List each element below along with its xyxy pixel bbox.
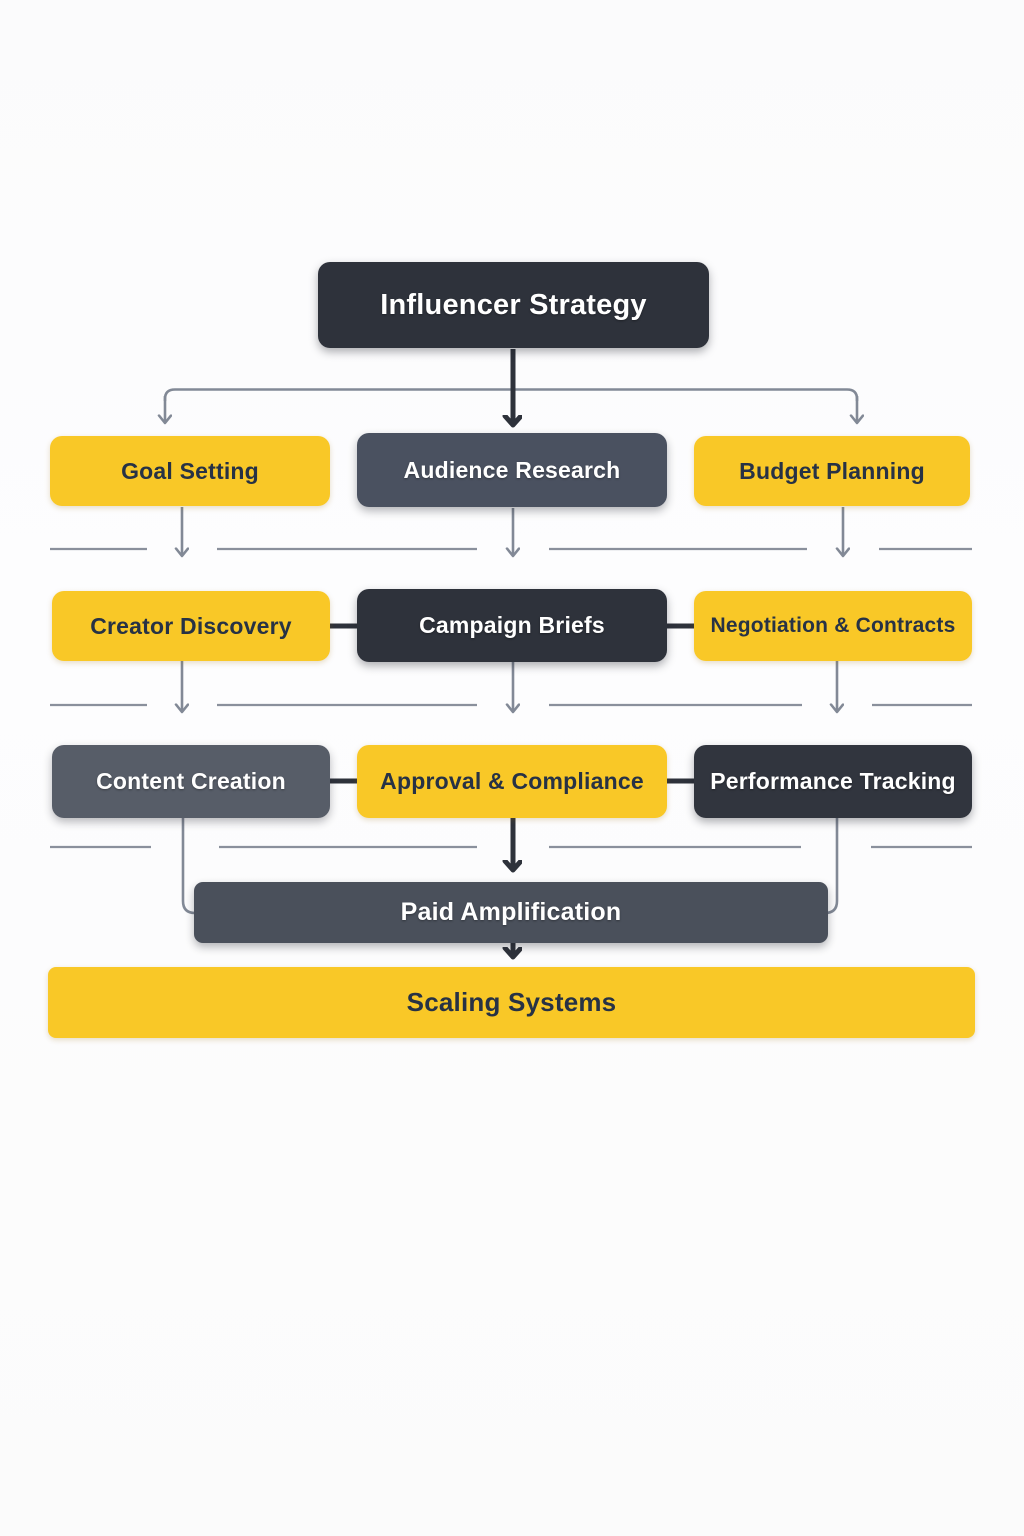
- node-approval-compliance: Approval & Compliance: [357, 745, 667, 818]
- node-content-creation: Content Creation: [52, 745, 330, 818]
- node-scaling-systems-label: Scaling Systems: [406, 986, 617, 1017]
- node-negotiation-contracts-label: Negotiation & Contracts: [710, 613, 956, 637]
- node-scaling-systems: Scaling Systems: [48, 967, 975, 1038]
- node-audience-research: Audience Research: [357, 433, 667, 507]
- node-negotiation-contracts: Negotiation & Contracts: [694, 591, 972, 661]
- node-performance-tracking: Performance Tracking: [694, 745, 972, 818]
- node-goal-setting: Goal Setting: [50, 436, 330, 506]
- node-goal-setting-label: Goal Setting: [121, 457, 259, 484]
- node-budget-planning-label: Budget Planning: [739, 457, 925, 484]
- node-performance-tracking-label: Performance Tracking: [710, 768, 956, 795]
- node-influencer-strategy-label: Influencer Strategy: [380, 288, 647, 321]
- node-budget-planning: Budget Planning: [694, 436, 970, 506]
- node-influencer-strategy: Influencer Strategy: [318, 262, 709, 348]
- node-paid-amplification: Paid Amplification: [194, 882, 828, 943]
- elbow-content-to-paid: [181, 818, 196, 915]
- node-campaign-briefs: Campaign Briefs: [357, 589, 667, 662]
- node-campaign-briefs-label: Campaign Briefs: [419, 612, 605, 639]
- node-creator-discovery: Creator Discovery: [52, 591, 330, 661]
- node-paid-amplification-label: Paid Amplification: [400, 898, 622, 927]
- node-approval-compliance-label: Approval & Compliance: [380, 768, 644, 795]
- node-creator-discovery-label: Creator Discovery: [90, 612, 292, 639]
- node-audience-research-label: Audience Research: [403, 456, 621, 483]
- node-content-creation-label: Content Creation: [96, 768, 286, 795]
